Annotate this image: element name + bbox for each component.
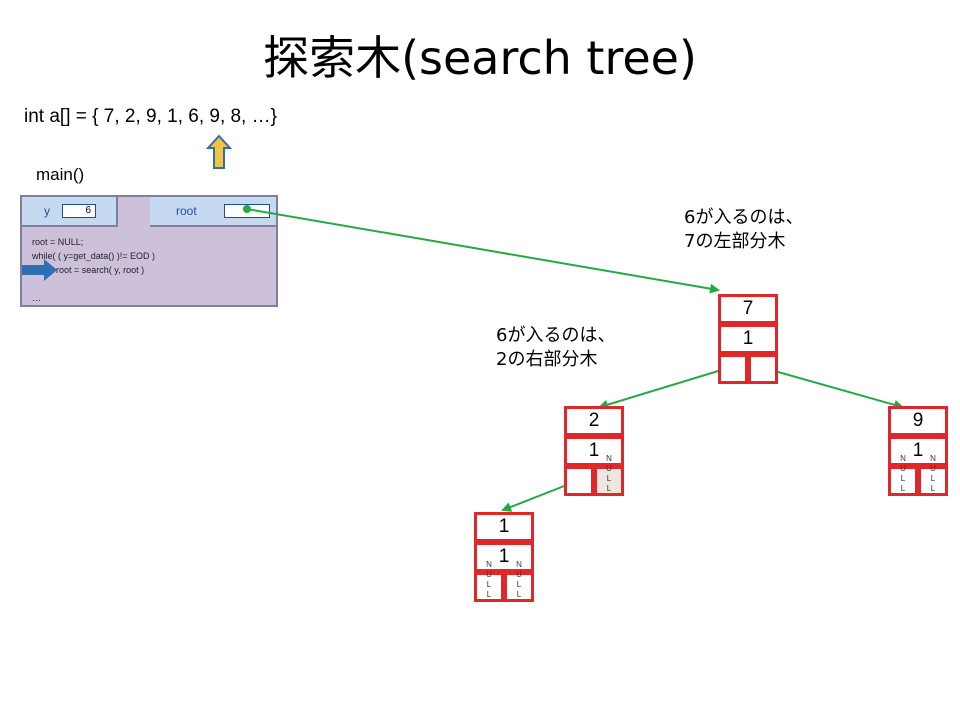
left-pointer — [474, 572, 504, 602]
node-value: 9 — [888, 406, 948, 436]
left-pointer — [888, 466, 918, 496]
node-count: 1 — [474, 542, 534, 572]
left-pointer — [564, 466, 594, 496]
array-declaration: int a[] = { 7, 2, 9, 1, 6, 9, 8, …} — [24, 106, 277, 127]
page-title: 探索木(search tree) — [263, 31, 697, 85]
annotation-line: 6が入るのは、 — [496, 325, 616, 346]
link-7-to-9 — [760, 364, 904, 410]
var-y-box: y 6 — [22, 197, 118, 227]
var-y-label: y — [44, 204, 50, 218]
var-root-label: root — [176, 204, 197, 218]
right-pointer — [918, 466, 948, 496]
node-count: 1 — [718, 324, 778, 354]
var-y-value: 6 — [62, 204, 96, 218]
code-line: root = NULL; — [32, 237, 84, 247]
up-arrow-icon — [206, 134, 232, 169]
node-value: 7 — [718, 294, 778, 324]
annotation-line: 2の右部分木 — [496, 349, 598, 370]
node-value: 2 — [564, 406, 624, 436]
right-pointer — [594, 466, 624, 496]
annotation-right-of-2: 6が入るのは、 2の右部分木 — [496, 324, 615, 372]
link-7-to-2 — [598, 364, 732, 410]
left-pointer — [718, 354, 748, 384]
link-root-to-7 — [243, 205, 720, 294]
annotation-line: 6が入るのは、 — [684, 207, 804, 228]
node-count: 1 — [888, 436, 948, 466]
node-value: 1 — [474, 512, 534, 542]
right-arrow-icon — [22, 259, 57, 281]
function-label: main() — [36, 165, 85, 184]
right-pointer — [504, 572, 534, 602]
code-line: root = search( y, root ) — [56, 265, 145, 275]
var-root-box: root — [150, 197, 276, 227]
annotation-line: 7の左部分木 — [684, 231, 786, 252]
code-line: … — [32, 293, 41, 303]
tree-node-7: 7 1 — [718, 294, 778, 384]
annotation-left-of-7: 6が入るのは、 7の左部分木 — [684, 206, 803, 254]
node-count: 1 — [564, 436, 624, 466]
right-pointer — [748, 354, 778, 384]
code-line: while( ( y=get_data() )!= EOD ) — [32, 251, 156, 261]
main-stack-frame: y 6 root root = NULL; while( ( y=get_dat… — [20, 195, 278, 307]
